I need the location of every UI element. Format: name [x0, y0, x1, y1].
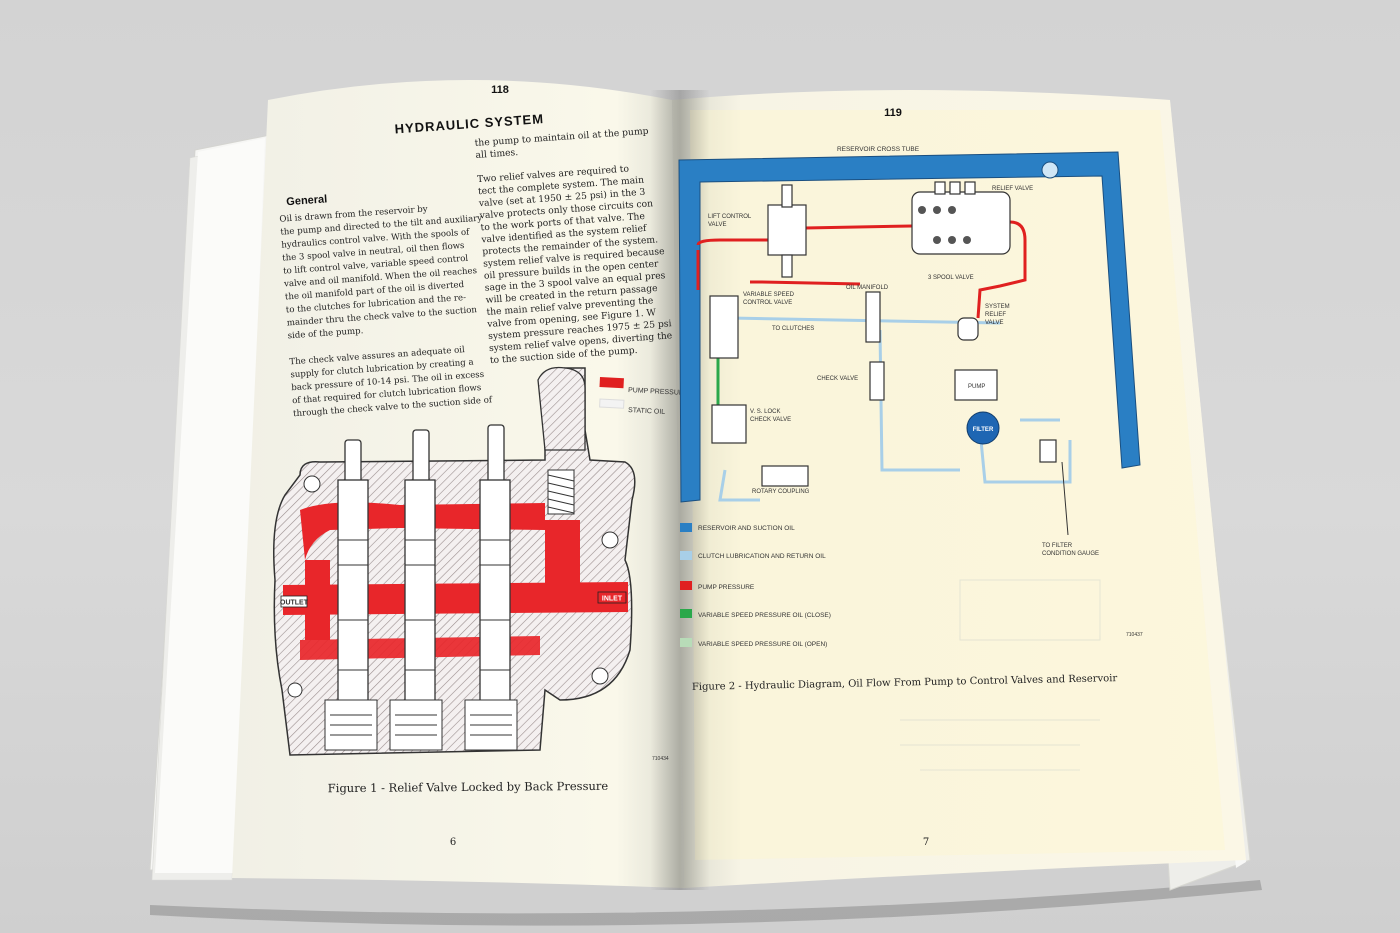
system-relief-label-3: VALVE	[985, 320, 1003, 326]
vs-lock-label-1: V. S. LOCK	[750, 409, 780, 415]
right-header-number: 119	[884, 107, 902, 119]
inlet-label: INLET	[602, 596, 623, 603]
left-page-content: 118 HYDRAULIC SYSTEM General Oil is draw…	[273, 84, 689, 848]
pump-label: PUMP	[968, 384, 985, 390]
to-clutches-label: TO CLUTCHES	[772, 326, 814, 332]
left-col2-text: the pump to maintain oil at the pumpall …	[474, 126, 672, 366]
left-header-number: 118	[491, 84, 509, 96]
oil-manifold	[865, 291, 881, 343]
oil-manifold-label: OIL MANIFOLD	[846, 285, 889, 291]
legend-swatch-clutch	[680, 551, 692, 560]
pump-pressure-swatch	[599, 377, 624, 389]
text-line: all times.	[475, 147, 518, 161]
variable-speed-control-valve	[709, 295, 739, 359]
vs-lock-label-2: CHECK VALVE	[750, 417, 791, 423]
outlet-label: OUTLET	[280, 600, 309, 607]
three-spool-valve	[911, 191, 1011, 255]
pump-pressure-label: PUMP PRESSURE	[628, 387, 689, 397]
legend-label-pump: PUMP PRESSURE	[698, 584, 755, 591]
legend-swatch-vs-close	[680, 609, 692, 618]
system-relief-valve	[957, 317, 979, 341]
figure1-caption: Figure 1 - Relief Valve Locked by Back P…	[328, 779, 609, 795]
legend-swatch-pump	[680, 581, 692, 590]
system-relief-label-2: RELIEF	[985, 312, 1006, 318]
figure2-id: 710437	[1126, 632, 1143, 638]
rotary-coupling-label: ROTARY COUPLING	[752, 489, 810, 495]
reservoir-cross-tube	[678, 151, 1141, 503]
variable-speed-label-1: VARIABLE SPEED	[743, 292, 795, 298]
lift-control-label-1: LIFT CONTROL	[708, 214, 752, 220]
legend-label-vs-close: VARIABLE SPEED PRESSURE OIL (CLOSE)	[698, 612, 831, 619]
filter	[966, 411, 1000, 445]
legend-swatch-reservoir	[680, 523, 692, 532]
legend-label-reservoir: RESERVOIR AND SUCTION OIL	[698, 525, 795, 532]
to-filter-label-2: CONDITION GAUGE	[1042, 551, 1099, 557]
left-section-heading: General	[286, 193, 328, 208]
pump	[954, 369, 998, 401]
lift-control-valve	[767, 204, 807, 256]
legend-label-vs-open: VARIABLE SPEED PRESSURE OIL (OPEN)	[698, 641, 827, 648]
left-page-number: 6	[450, 837, 456, 848]
vs-lock-check-valve	[711, 404, 747, 444]
variable-speed-label-2: CONTROL VALVE	[743, 300, 792, 306]
legend-swatch-vs-open	[680, 638, 692, 647]
left-page-stack	[149, 134, 271, 881]
relief-valve-label: RELIEF VALVE	[992, 186, 1033, 192]
reservoir-cross-tube-label: RESERVOIR CROSS TUBE	[837, 146, 920, 153]
system-relief-label-1: SYSTEM	[985, 304, 1010, 310]
filter-label: FILTER	[973, 427, 994, 433]
right-page	[672, 90, 1246, 888]
left-col1-para2: The check valve assures an adequate oils…	[289, 345, 493, 419]
right-page-number: 7	[923, 837, 929, 848]
book-shadow	[150, 880, 1262, 926]
static-oil-label: STATIC OIL	[628, 407, 666, 416]
rotary-coupling	[761, 465, 809, 487]
lift-control-label-2: VALVE	[708, 222, 726, 228]
bleed-through	[900, 579, 1101, 771]
legend-label-clutch: CLUTCH LUBRICATION AND RETURN OIL	[698, 553, 826, 560]
static-oil-swatch	[599, 398, 625, 409]
check-valve	[869, 361, 885, 401]
pressure-lines	[696, 220, 1027, 319]
figure1-id: 710434	[652, 756, 669, 762]
figure1-valve-diagram: OUTLET INLET	[273, 366, 636, 756]
three-spool-label: 3 SPOOL VALVE	[928, 275, 974, 281]
check-valve-label: CHECK VALVE	[817, 376, 858, 382]
figure2-legend: RESERVOIR AND SUCTION OIL CLUTCH LUBRICA…	[680, 523, 831, 648]
to-filter-label-1: TO FILTER	[1042, 543, 1073, 549]
